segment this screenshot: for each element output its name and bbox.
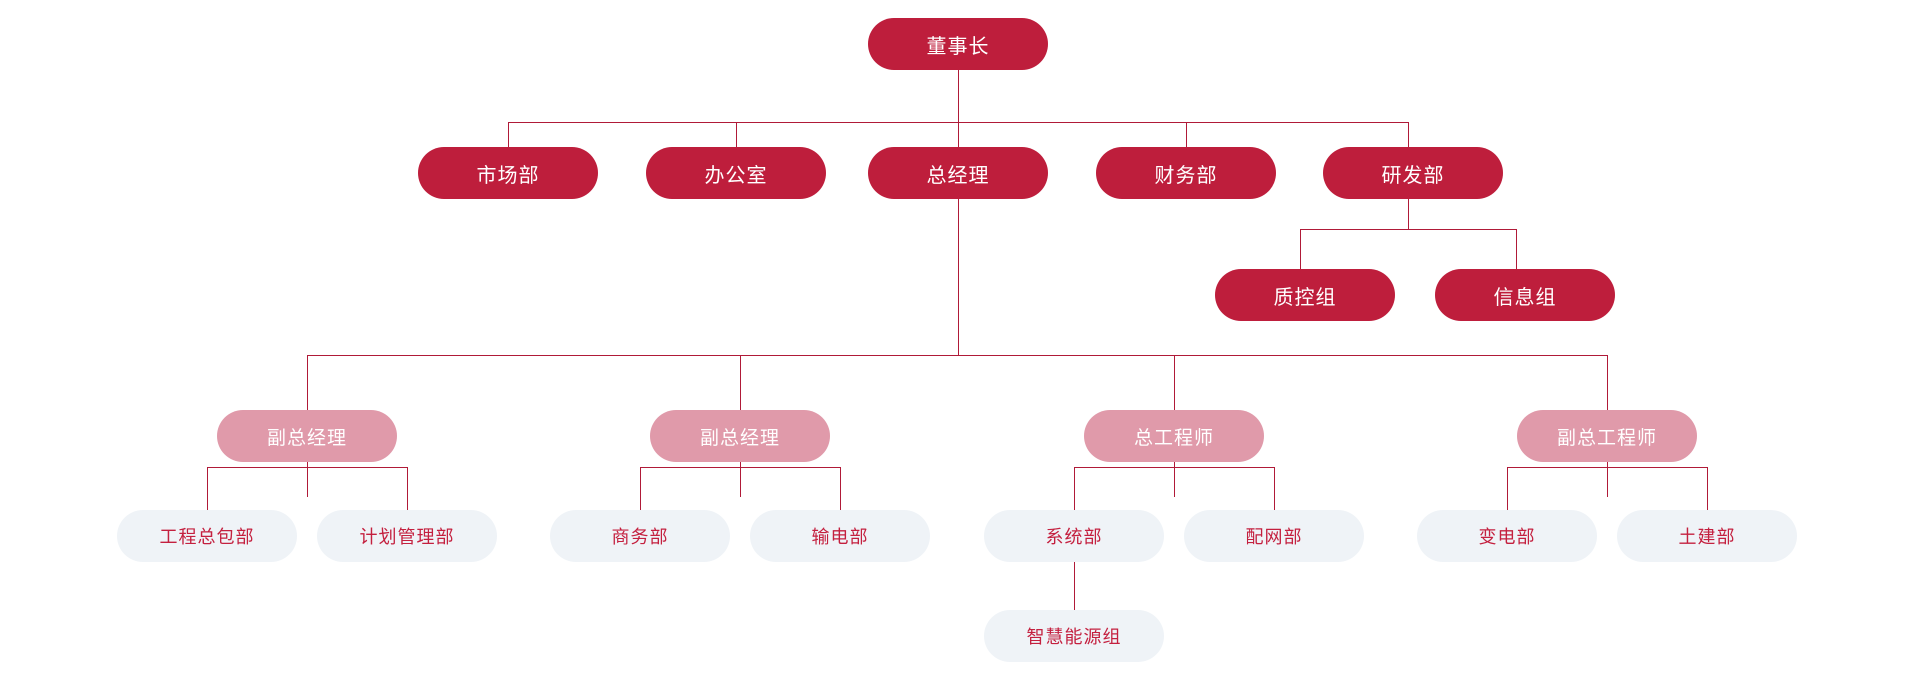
connector-drop-chief-engineer bbox=[1174, 355, 1175, 410]
org-node-system-dept[interactable]: 系统部 bbox=[984, 510, 1164, 562]
connector-drop-deputy-gm-1 bbox=[307, 355, 308, 410]
org-node-label: 系统部 bbox=[1045, 527, 1103, 547]
connector-drop-civil-dept bbox=[1707, 467, 1708, 510]
org-node-label: 市场部 bbox=[476, 164, 540, 187]
connector-drop-commerce-dept bbox=[640, 467, 641, 510]
org-node-label: 总工程师 bbox=[1133, 427, 1214, 449]
org-node-label: 智慧能源组 bbox=[1026, 627, 1122, 647]
org-node-general-manager[interactable]: 总经理 bbox=[868, 147, 1048, 199]
connector-deputy-gm-2-bus bbox=[640, 467, 840, 468]
org-node-label: 商务部 bbox=[611, 527, 669, 547]
connector-root-stem bbox=[958, 70, 959, 122]
org-node-office[interactable]: 办公室 bbox=[646, 147, 826, 199]
connector-gm-stem bbox=[958, 199, 959, 355]
connector-rd-bus bbox=[1300, 229, 1516, 230]
connector-drop-rd bbox=[1408, 122, 1409, 147]
org-node-label: 配网部 bbox=[1245, 527, 1303, 547]
org-node-label: 董事长 bbox=[926, 35, 990, 58]
connector-drop-finance bbox=[1186, 122, 1187, 147]
org-node-deputy-general-manager-2[interactable]: 副总经理 bbox=[650, 410, 830, 462]
org-node-transmission-dept[interactable]: 输电部 bbox=[750, 510, 930, 562]
org-node-label: 办公室 bbox=[704, 164, 768, 187]
org-node-label: 副总工程师 bbox=[1556, 427, 1657, 449]
org-node-label: 信息组 bbox=[1493, 286, 1557, 309]
connector-deputy-gm-1-stem bbox=[307, 462, 308, 497]
org-node-smart-energy-group[interactable]: 智慧能源组 bbox=[984, 610, 1164, 662]
connector-deputy-gm-2-stem bbox=[740, 462, 741, 497]
org-node-commerce-dept[interactable]: 商务部 bbox=[550, 510, 730, 562]
org-node-label: 计划管理部 bbox=[359, 527, 455, 547]
org-node-chairman[interactable]: 董事长 bbox=[868, 18, 1048, 70]
org-node-label: 变电部 bbox=[1478, 527, 1536, 547]
org-node-planning-management-dept[interactable]: 计划管理部 bbox=[317, 510, 497, 562]
org-node-label: 质控组 bbox=[1273, 286, 1337, 309]
org-node-civil-engineering-dept[interactable]: 土建部 bbox=[1617, 510, 1797, 562]
connector-level3-bus bbox=[307, 355, 1607, 356]
org-node-marketing-dept[interactable]: 市场部 bbox=[418, 147, 598, 199]
org-node-deputy-chief-engineer[interactable]: 副总工程师 bbox=[1517, 410, 1697, 462]
connector-drop-substation-dept bbox=[1507, 467, 1508, 510]
connector-drop-planning-dept bbox=[407, 467, 408, 510]
connector-deputy-chief-engineer-stem bbox=[1607, 462, 1608, 497]
connector-drop-general-manager bbox=[958, 122, 959, 147]
org-node-deputy-general-manager-1[interactable]: 副总经理 bbox=[217, 410, 397, 462]
connector-drop-office bbox=[736, 122, 737, 147]
connector-drop-system-dept bbox=[1074, 467, 1075, 510]
org-node-label: 副总经理 bbox=[266, 427, 347, 449]
connector-drop-marketing bbox=[508, 122, 509, 147]
connector-chief-engineer-bus bbox=[1074, 467, 1274, 468]
connector-deputy-gm-1-bus bbox=[207, 467, 407, 468]
org-node-label: 副总经理 bbox=[699, 427, 780, 449]
connector-deputy-chief-engineer-bus bbox=[1507, 467, 1707, 468]
org-node-epc-dept[interactable]: 工程总包部 bbox=[117, 510, 297, 562]
org-node-label: 土建部 bbox=[1678, 527, 1736, 547]
org-node-label: 工程总包部 bbox=[159, 527, 255, 547]
connector-rd-stem bbox=[1408, 199, 1409, 229]
connector-drop-info-group bbox=[1516, 229, 1517, 269]
org-node-info-group[interactable]: 信息组 bbox=[1435, 269, 1615, 321]
org-node-substation-dept[interactable]: 变电部 bbox=[1417, 510, 1597, 562]
connector-chief-engineer-stem bbox=[1174, 462, 1175, 497]
org-node-distribution-network-dept[interactable]: 配网部 bbox=[1184, 510, 1364, 562]
org-node-label: 总经理 bbox=[926, 164, 990, 187]
org-node-finance-dept[interactable]: 财务部 bbox=[1096, 147, 1276, 199]
org-node-label: 财务部 bbox=[1154, 164, 1218, 187]
org-node-label: 输电部 bbox=[811, 527, 869, 547]
connector-drop-deputy-gm-2 bbox=[740, 355, 741, 410]
connector-drop-transmission-dept bbox=[840, 467, 841, 510]
connector-drop-deputy-chief-engineer bbox=[1607, 355, 1608, 410]
org-node-rd-dept[interactable]: 研发部 bbox=[1323, 147, 1503, 199]
connector-drop-qc-group bbox=[1300, 229, 1301, 269]
org-node-qc-group[interactable]: 质控组 bbox=[1215, 269, 1395, 321]
connector-drop-epc-dept bbox=[207, 467, 208, 510]
connector-system-dept-stem bbox=[1074, 562, 1075, 610]
org-node-label: 研发部 bbox=[1381, 164, 1445, 187]
org-node-chief-engineer[interactable]: 总工程师 bbox=[1084, 410, 1264, 462]
connector-drop-distribution-dept bbox=[1274, 467, 1275, 510]
